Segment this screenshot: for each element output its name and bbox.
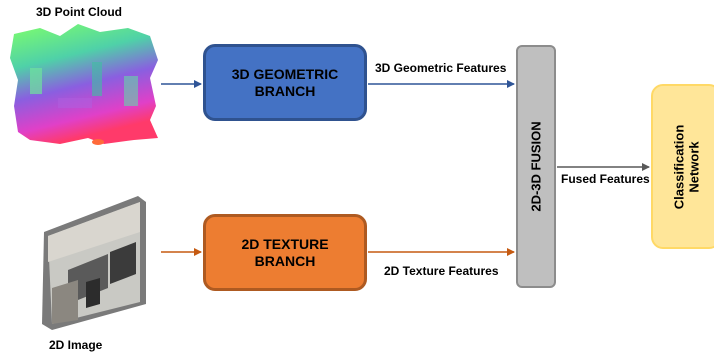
fused-features-label: Fused Features [561,172,650,186]
image-label: 2D Image [49,338,103,352]
texture-branch-line1: 2D TEXTURE [241,235,329,252]
texture-features-label: 2D Texture Features [384,264,499,278]
fusion-label: 2D-3D FUSION [528,121,544,212]
point-cloud-image [10,24,158,145]
geometric-features-label: 3D Geometric Features [375,61,507,75]
fusion-box: 2D-3D FUSION [516,45,556,288]
classification-network-box: Classification Network [651,84,714,249]
geometric-branch-line2: BRANCH [254,82,316,99]
geometric-branch-box: 3D GEOMETRIC BRANCH [203,44,367,121]
classification-line1: Classification [671,124,686,209]
geometric-branch-line1: 3D GEOMETRIC [231,65,339,82]
point-cloud-label: 3D Point Cloud [36,5,122,19]
texture-branch-line2: BRANCH [254,252,316,269]
classification-line2: Network [686,140,701,193]
image-photo [42,196,146,330]
texture-branch-box: 2D TEXTURE BRANCH [203,214,367,291]
